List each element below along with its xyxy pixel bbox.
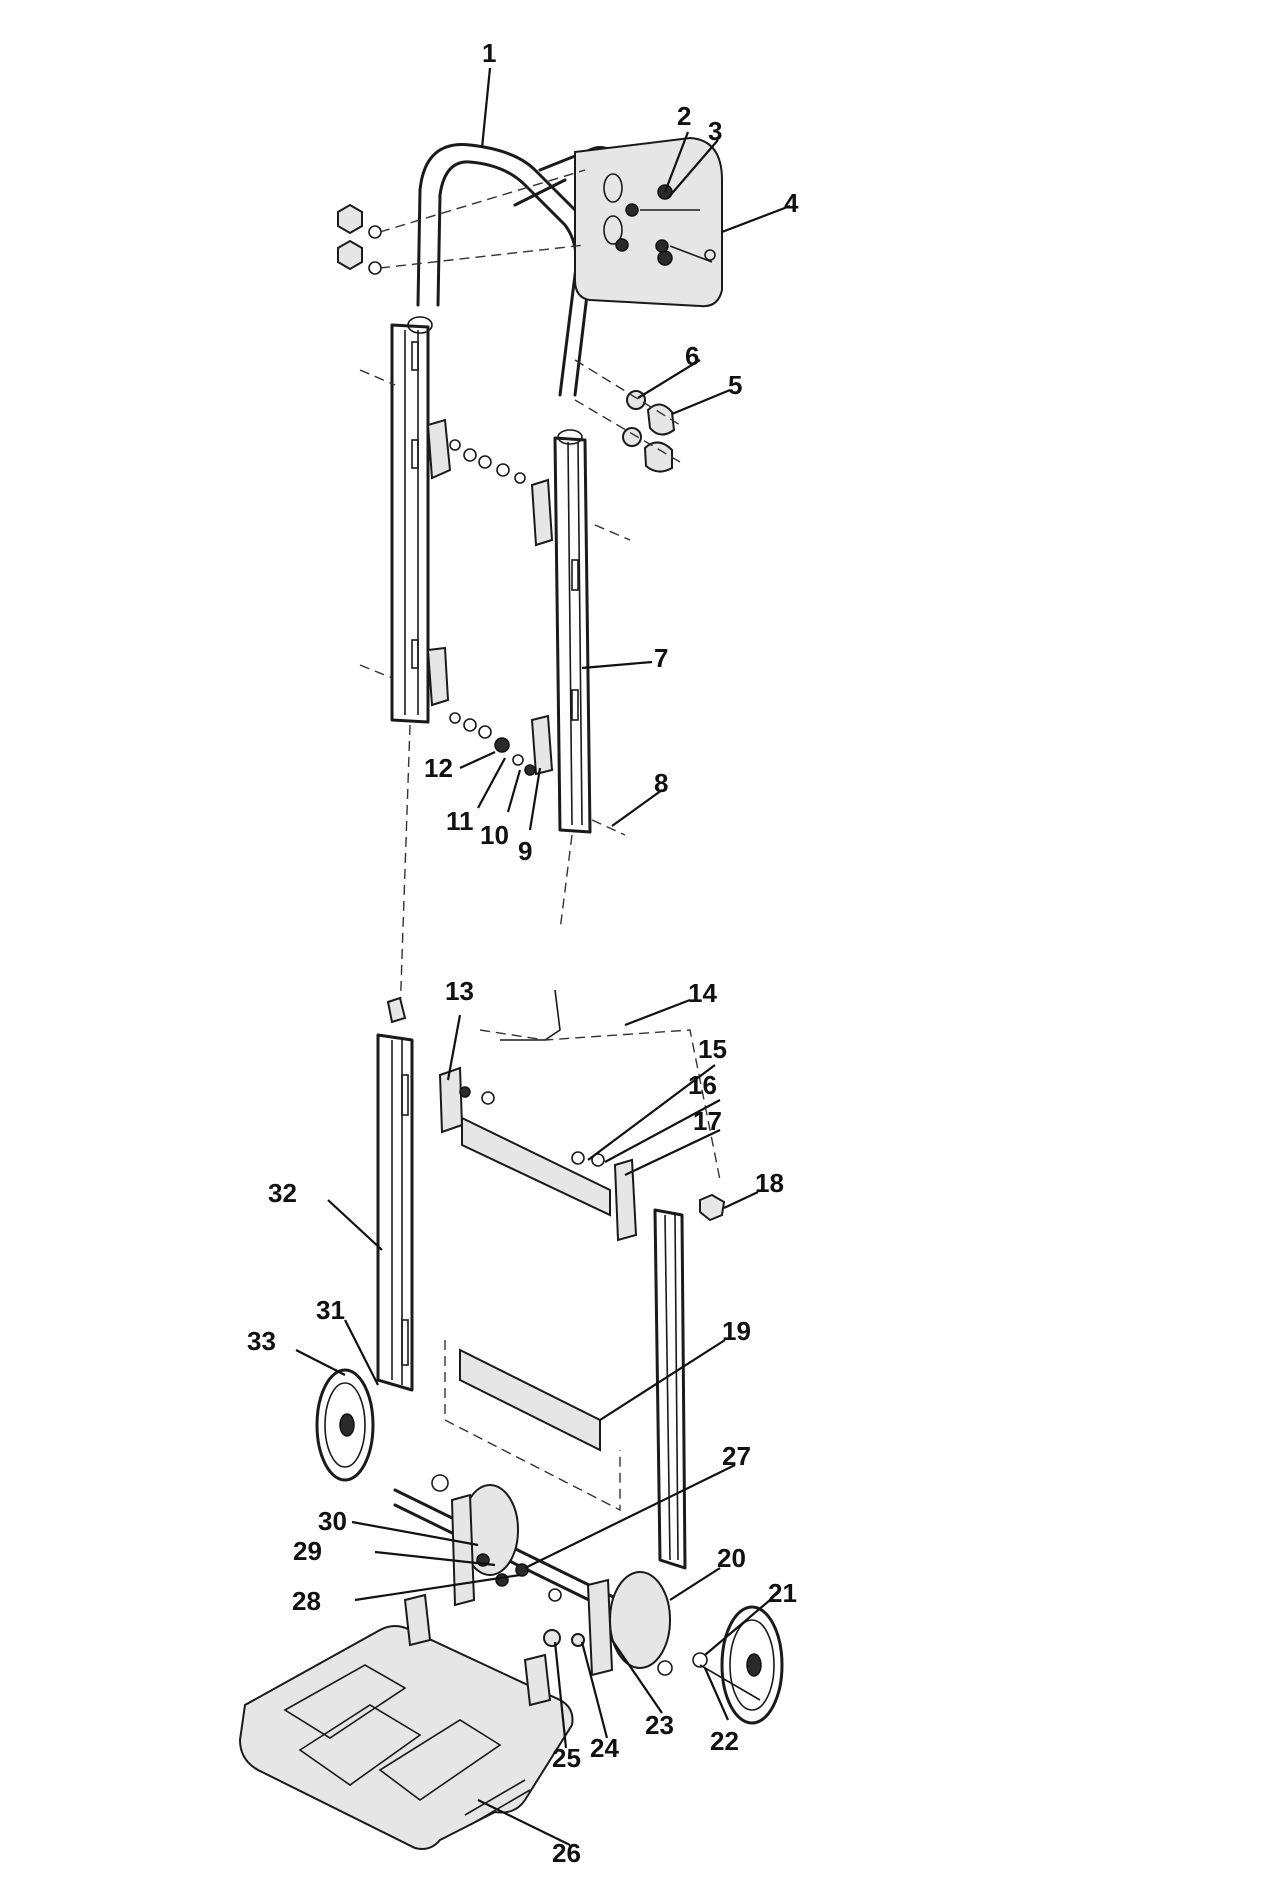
callout-7: 7	[654, 643, 669, 673]
callout-32: 32	[268, 1178, 297, 1208]
right-wheel	[720, 1605, 784, 1725]
lower-cross-tube	[444, 1340, 621, 1512]
callout-26: 26	[552, 1838, 581, 1868]
upper-left-rail	[390, 316, 433, 724]
callout-28: 28	[292, 1586, 321, 1616]
alignment-dash-right	[559, 834, 573, 931]
callout-19: 19	[722, 1316, 751, 1346]
callout-27: 27	[722, 1441, 751, 1471]
callout-33: 33	[247, 1326, 276, 1356]
callout-15: 15	[698, 1034, 727, 1064]
axle-brackets-upper	[438, 1066, 726, 1242]
callout-5: 5	[728, 370, 743, 400]
handle-fasteners	[337, 169, 713, 275]
lower-left-rail	[376, 996, 414, 1392]
callout-1: 1	[482, 38, 497, 68]
toe-plate	[238, 1593, 574, 1850]
callout-12: 12	[424, 753, 453, 783]
callout-2: 2	[677, 101, 692, 131]
callout-3: 3	[708, 116, 723, 146]
lower-right-rail	[653, 1208, 687, 1570]
callout-14: 14	[688, 978, 717, 1008]
handle-backplate	[574, 136, 723, 308]
callout-13: 13	[445, 976, 474, 1006]
callout-4: 4	[784, 188, 799, 218]
alignment-dash-left	[399, 724, 411, 1016]
callout-22: 22	[710, 1726, 739, 1756]
handle-end-caps	[574, 359, 681, 473]
callout-30: 30	[318, 1506, 347, 1536]
callout-6: 6	[685, 341, 700, 371]
callout-16: 16	[688, 1070, 717, 1100]
callout-21: 21	[768, 1578, 797, 1608]
axle-assembly	[393, 1474, 761, 1701]
callout-20: 20	[717, 1543, 746, 1573]
callout-8: 8	[654, 768, 669, 798]
upper-cross-tube	[461, 989, 721, 1217]
left-wheel	[315, 1368, 375, 1482]
leader-lines	[295, 67, 791, 1846]
rail-latches	[359, 369, 631, 836]
callout-10: 10	[480, 820, 509, 850]
callout-24: 24	[590, 1733, 619, 1763]
callout-23: 23	[645, 1710, 674, 1740]
callout-29: 29	[293, 1536, 322, 1566]
callout-17: 17	[693, 1106, 722, 1136]
callout-9: 9	[518, 836, 533, 866]
callout-31: 31	[316, 1295, 345, 1325]
callout-11: 11	[446, 806, 474, 836]
upper-right-rail	[553, 429, 592, 834]
callout-25: 25	[552, 1743, 581, 1773]
callout-18: 18	[755, 1168, 784, 1198]
